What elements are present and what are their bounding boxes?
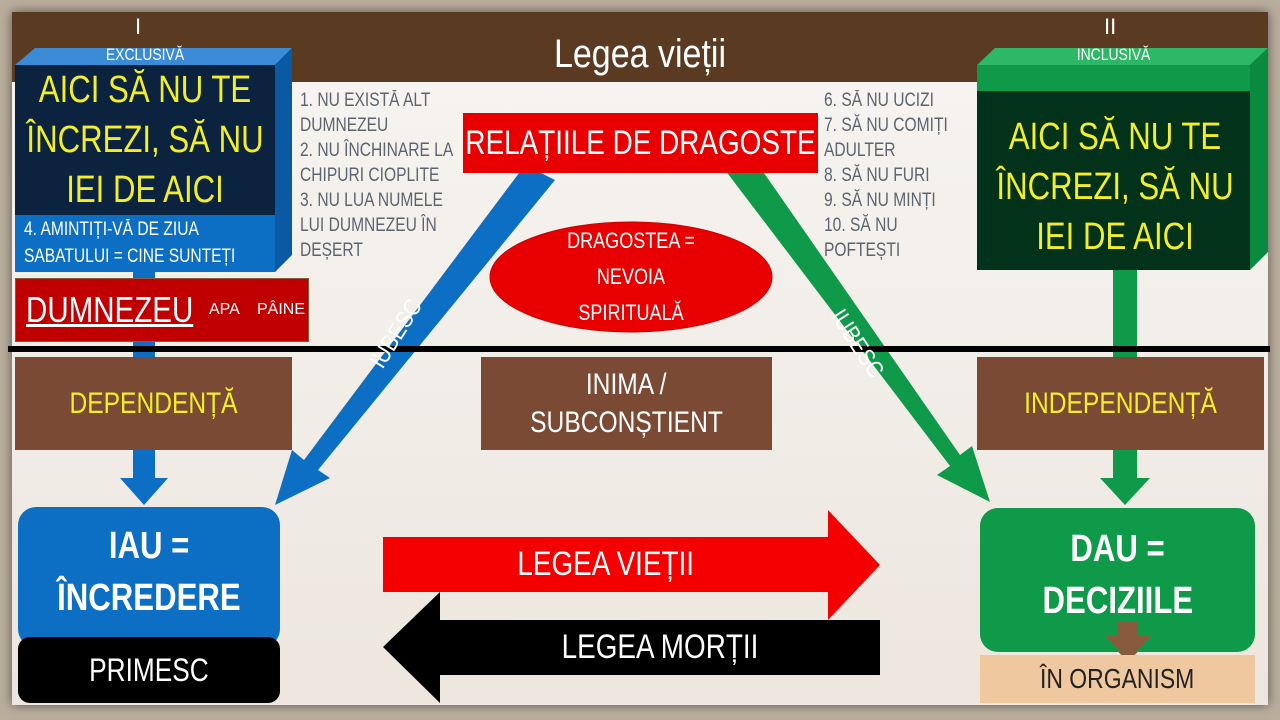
take-line2: ÎNCREDERE — [57, 577, 241, 619]
right-roman-numeral: II — [1104, 14, 1117, 39]
right-hidden-list: 6. SĂ NU UCIZI 7. SĂ NU COMIȚI ADULTER 8… — [824, 88, 972, 263]
commandment-4-line1: 4. AMINTIȚI-VĂ DE ZIUA — [24, 219, 199, 240]
organism-label: ÎN ORGANISM — [1040, 663, 1195, 694]
love-line3: SPIRITUALĂ — [578, 300, 684, 325]
divider-line — [8, 346, 1270, 352]
commandment-1: 1. NU EXISTĂ ALT DUMNEZEU — [300, 90, 431, 136]
left-hidden-list: 1. NU EXISTĂ ALT DUMNEZEU 2. NU ÎNCHINAR… — [300, 88, 460, 263]
heart-box: INIMA / SUBCONȘTIENT — [481, 357, 772, 450]
commandment-9: 9. SĂ NU MINȚI — [824, 190, 936, 211]
dependence-label: DEPENDENȚĂ — [69, 386, 238, 420]
god-label: DUMNEZEU — [26, 289, 194, 330]
independence-label: INDEPENDENȚĂ — [1024, 386, 1217, 420]
relations-box: RELAȚIILE DE DRAGOSTE — [463, 113, 818, 173]
commandment-8: 8. SĂ NU FURI — [824, 165, 930, 186]
organism-box: ÎN ORGANISM — [980, 655, 1255, 703]
law-of-life-label: LEGEA VIEȚII — [517, 545, 694, 583]
right-box-side — [1250, 48, 1268, 270]
left-box-dark — [15, 65, 275, 215]
law-of-death-label: LEGEA MORȚII — [561, 628, 759, 666]
right-box-dark — [977, 91, 1250, 270]
right-overlay-warning: AICI SĂ NU TE ÎNCREZI, SĂ NU IEI DE AICI — [996, 116, 1234, 258]
left-box-top — [15, 48, 292, 65]
independence-box: INDEPENDENȚĂ — [977, 357, 1264, 450]
law-of-death-arrow — [383, 592, 880, 703]
left-down-arrowhead — [120, 478, 168, 505]
give-box: DAU = DECIZIILE — [980, 508, 1255, 652]
god-box: DUMNEZEU APA PÂINE — [15, 278, 309, 342]
take-line1: IAU = — [108, 525, 190, 567]
love-ellipse — [489, 221, 773, 333]
water-label: APA — [209, 301, 240, 318]
commandment-7: 7. SĂ NU COMIȚI ADULTER — [824, 115, 948, 161]
relations-label: RELAȚIILE DE DRAGOSTE — [465, 123, 816, 162]
dependence-box: DEPENDENȚĂ — [15, 357, 292, 450]
commandment-10: 10. SĂ NU POFTEȘTI — [824, 215, 901, 261]
receive-label: PRIMESC — [89, 651, 209, 688]
left-roman-numeral: I — [135, 14, 142, 39]
give-line1: DAU = — [1070, 528, 1165, 570]
right-label-inclusive: INCLUSIVĂ — [1076, 45, 1151, 64]
commandment-4: 4. AMINTIȚI-VĂ DE ZIUA SABATULUI = CINE … — [24, 216, 262, 270]
love-line2: NEVOIA — [596, 264, 666, 289]
slide-title: Legea vieții — [553, 32, 727, 76]
commandment-3: 3. NU LUA NUMELE LUI DUMNEZEU ÎN DEȘERT — [300, 190, 443, 261]
take-box: IAU = ÎNCREDERE — [18, 507, 280, 647]
law-of-death-label-wrap: LEGEA MORȚII — [440, 620, 880, 675]
left-box-side — [275, 48, 292, 272]
left-label-exclusive: EXCLUSIVĂ — [105, 45, 185, 64]
iubesc-right-arrow — [725, 160, 990, 502]
heart-line1: INIMA / — [586, 367, 667, 401]
love-ellipse-text: DRAGOSTEA = NEVOIA SPIRITUALĂ — [515, 222, 746, 332]
iubesc-left-arrow — [275, 165, 555, 505]
left-overlay-warning: AICI SĂ NU TE ÎNCREZI, SĂ NU IEI DE AICI — [26, 69, 264, 211]
organism-arrow-shaft-top — [1118, 622, 1138, 640]
bread-label: PÂINE — [257, 301, 306, 318]
receive-box: PRIMESC — [18, 637, 280, 703]
commandment-4-line2: SABATULUI = CINE SUNTEȚI — [24, 246, 236, 267]
right-box-top — [977, 48, 1268, 65]
heart-line2: SUBCONȘTIENT — [530, 405, 723, 439]
love-line1: DRAGOSTEA = — [567, 228, 695, 253]
law-of-life-label-wrap: LEGEA VIEȚII — [383, 537, 828, 592]
commandment-2: 2. NU ÎNCHINARE LA CHIPURI CIOPLITE — [300, 140, 453, 186]
commandment-6: 6. SĂ NU UCIZI — [824, 90, 934, 111]
give-line2: DECIZIILE — [1042, 580, 1193, 622]
right-down-arrowhead — [1100, 478, 1150, 505]
law-of-life-arrow — [383, 510, 880, 620]
